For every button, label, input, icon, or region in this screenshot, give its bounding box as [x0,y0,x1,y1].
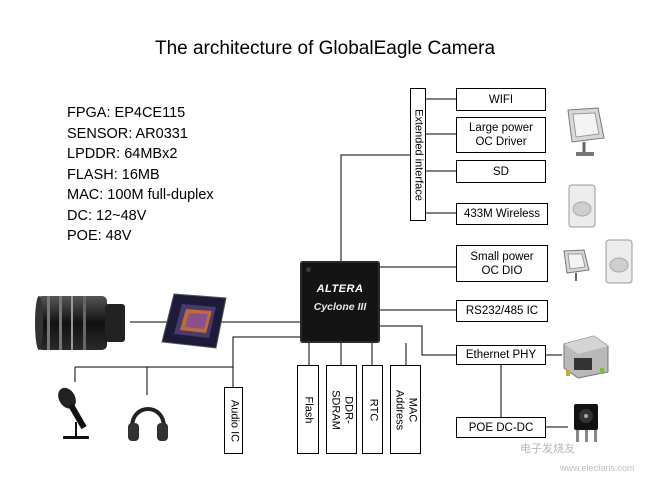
rs232-box: RS232/485 IC [456,300,548,322]
rtc-label: RTC [366,398,379,421]
extended-interface-label: Extended interface [412,108,425,201]
dc-jack-icon [574,404,598,442]
wireless-box: 433M Wireless [456,203,548,225]
large-power-box: Large power OC Driver [456,117,546,153]
audio-ic-box: Audio IC [224,387,243,454]
sd-box: SD [456,160,546,183]
chip-logo: ALTERA [316,283,364,295]
ddr-sdram-box: DDR- SDRAM [326,365,357,454]
small-floodlight-icon [563,249,590,281]
watermark-text: 电子发烧友 [520,443,575,455]
motion-sensor-icon [568,184,596,228]
wifi-box: WIFI [456,88,546,111]
flash-label: Flash [302,396,315,423]
mac-address-box: MAC Address [390,365,421,454]
spec-flash: FLASH: 16MB [67,166,160,183]
microphone-icon [58,387,89,439]
rj45-jack-icon [563,335,609,379]
spec-lpddr: LPDDR: 64MBx2 [67,146,178,162]
spec-sensor: SENSOR: AR0331 [67,125,188,142]
camera-lens-icon [35,296,125,350]
ethernet-phy-box: Ethernet PHY [456,345,546,365]
floodlight-icon [567,107,605,156]
rtc-box: RTC [362,365,383,454]
diagram-title: The architecture of GlobalEagle Camera [154,38,496,59]
small-motion-sensor-icon [605,239,633,284]
poe-dcdc-box: POE DC-DC [456,417,546,438]
audio-ic-label: Audio IC [227,399,240,442]
mac-address-label: MAC Address [393,389,419,430]
image-sensor-icon [161,293,227,349]
spec-list: FPGA: EP4CE115 SENSOR: AR0331 LPDDR: 64M… [67,103,214,247]
spec-mac: MAC: 100M full-duplex [67,187,214,203]
spec-dc: DC: 12~48V [67,207,147,224]
ddr-sdram-label: DDR- SDRAM [329,389,355,430]
spec-poe: POE: 48V [67,228,132,244]
watermark-site: www.elecfans.com [560,463,635,473]
extended-interface-box: Extended interface [410,88,426,221]
headphones-icon [128,407,168,441]
flash-box: Flash [297,365,319,454]
spec-fpga: FPGA: EP4CE115 [67,105,186,121]
chip-model: Cyclone III [313,301,367,313]
chip-pin1-dot [306,267,311,272]
fpga-chip: ALTERA Cyclone III [300,261,380,343]
small-power-box: Small power OC DIO [456,245,548,282]
